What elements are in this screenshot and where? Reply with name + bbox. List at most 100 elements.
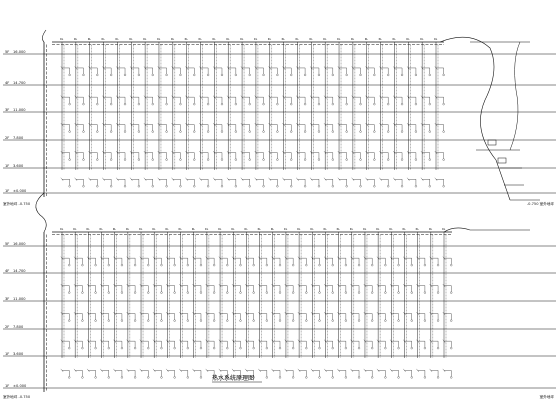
upper-valve-mark bbox=[351, 123, 355, 127]
lower-valve-mark bbox=[337, 256, 340, 260]
lower-fixture-symbol bbox=[331, 376, 334, 379]
upper-fixture-symbol bbox=[68, 185, 71, 188]
upper-fixture-symbol bbox=[387, 73, 390, 76]
upper-fixture-symbol bbox=[276, 73, 279, 76]
lower-fixture-symbol bbox=[94, 319, 97, 322]
lower-fixture-symbol bbox=[173, 264, 176, 267]
lower-fixture-symbol bbox=[239, 291, 242, 294]
lower-valve-mark bbox=[337, 368, 340, 372]
upper-fixture-symbol bbox=[234, 158, 237, 161]
lower-fixture-symbol bbox=[81, 347, 84, 350]
upper-valve-mark bbox=[365, 95, 369, 99]
upper-riser-tag: RL bbox=[323, 37, 327, 41]
lower-valve-mark bbox=[126, 339, 130, 343]
upper-valve-mark bbox=[282, 151, 285, 155]
lower-fixture-symbol bbox=[239, 347, 242, 350]
lower-valve-mark bbox=[403, 368, 406, 372]
lower-fixture-symbol bbox=[371, 319, 374, 322]
lower-valve-mark bbox=[60, 284, 64, 288]
lower-fixture-symbol bbox=[423, 347, 426, 350]
upper-riser-tag: RL bbox=[171, 37, 175, 41]
lower-valve-mark bbox=[179, 368, 182, 372]
lower-fixture-symbol bbox=[107, 264, 110, 267]
lower-riser-tag: RL bbox=[73, 227, 77, 231]
upper-valve-mark bbox=[351, 95, 355, 99]
lower-valve-mark bbox=[231, 256, 235, 260]
upper-valve-mark bbox=[213, 66, 216, 70]
lower-valve-mark bbox=[324, 256, 327, 260]
upper-fixture-symbol bbox=[96, 103, 99, 106]
lower-fixture-symbol bbox=[94, 376, 97, 379]
upper-valve-mark bbox=[199, 151, 202, 155]
lower-fixture-symbol bbox=[437, 319, 440, 322]
lower-fixture-symbol bbox=[147, 319, 150, 322]
lower-valve-mark bbox=[271, 312, 275, 316]
upper-fixture-symbol bbox=[110, 103, 113, 106]
lower-valve-mark bbox=[337, 312, 340, 316]
upper-fixture-symbol bbox=[290, 185, 293, 188]
upper-fixture-symbol bbox=[401, 73, 404, 76]
lower-valve-mark bbox=[100, 256, 103, 260]
upper-valve-mark bbox=[268, 95, 272, 99]
upper-valve-mark bbox=[102, 177, 105, 181]
lower-valve-mark bbox=[284, 256, 288, 260]
lower-valve-mark bbox=[192, 312, 196, 316]
lower-fixture-symbol bbox=[410, 291, 413, 294]
upper-valve-mark bbox=[240, 95, 244, 99]
upper-valve-mark bbox=[268, 151, 272, 155]
upper-fixture-symbol bbox=[276, 158, 279, 161]
lower-valve-mark bbox=[324, 368, 327, 372]
upper-fixture-symbol bbox=[345, 185, 348, 188]
lower-fixture-symbol bbox=[278, 319, 282, 322]
upper-valve-mark bbox=[282, 177, 285, 181]
lower-fixture-symbol bbox=[107, 291, 110, 294]
lower-valve-mark bbox=[87, 339, 90, 343]
upper-level-label: 1F bbox=[5, 189, 9, 193]
lower-valve-mark bbox=[179, 284, 182, 288]
upper-riser-tag: RL bbox=[199, 37, 203, 41]
upper-valve-mark bbox=[434, 95, 438, 99]
lower-valve-mark bbox=[429, 256, 433, 260]
lower-fixture-symbol bbox=[437, 347, 440, 350]
lower-fixture-symbol bbox=[371, 264, 374, 267]
upper-valve-mark bbox=[185, 123, 188, 127]
upper-fixture-symbol bbox=[234, 185, 237, 188]
lower-fixture-symbol bbox=[81, 319, 84, 322]
lower-fixture-symbol bbox=[292, 319, 295, 322]
upper-riser-tag: RL bbox=[254, 37, 258, 41]
upper-riser-tag: RL bbox=[185, 37, 189, 41]
upper-valve-mark bbox=[310, 151, 313, 155]
upper-fixture-symbol bbox=[414, 185, 417, 188]
upper-valve-mark bbox=[434, 123, 438, 127]
upper-fixture-symbol bbox=[359, 185, 362, 188]
upper-valve-mark bbox=[102, 123, 105, 127]
lower-valve-mark bbox=[429, 368, 433, 372]
upper-fixture-symbol bbox=[207, 185, 210, 188]
lower-riser-tag: RL bbox=[192, 227, 196, 231]
upper-riser-tag: RL bbox=[268, 37, 272, 41]
lower-valve-mark bbox=[337, 339, 340, 343]
lower-fixture-symbol bbox=[199, 347, 203, 350]
lower-valve-mark bbox=[258, 368, 261, 372]
lower-riser-tag: RL bbox=[60, 227, 64, 231]
upper-valve-mark bbox=[88, 95, 92, 99]
lower-fixture-symbol bbox=[107, 319, 110, 322]
lower-fixture-symbol bbox=[81, 264, 84, 267]
upper-level-label: 1F bbox=[5, 164, 9, 168]
lower-fixture-symbol bbox=[173, 319, 176, 322]
lower-valve-mark bbox=[73, 312, 77, 316]
lower-fixture-symbol bbox=[120, 376, 123, 379]
upper-fixture-symbol bbox=[165, 103, 168, 106]
upper-fixture-symbol bbox=[179, 73, 182, 76]
upper-fixture-symbol bbox=[262, 158, 265, 161]
upper-fixture-symbol bbox=[110, 130, 113, 133]
upper-valve-mark bbox=[406, 95, 410, 99]
upper-valve-mark bbox=[254, 123, 258, 127]
lower-fixture-symbol bbox=[357, 376, 361, 379]
lower-fixture-symbol bbox=[357, 291, 361, 294]
upper-riser-tag: RL bbox=[309, 37, 313, 41]
upper-level-elevation: 14.700 bbox=[13, 81, 26, 85]
upper-fixture-symbol bbox=[123, 130, 127, 133]
upper-fixture-symbol bbox=[193, 73, 196, 76]
upper-fixture-symbol bbox=[96, 185, 99, 188]
